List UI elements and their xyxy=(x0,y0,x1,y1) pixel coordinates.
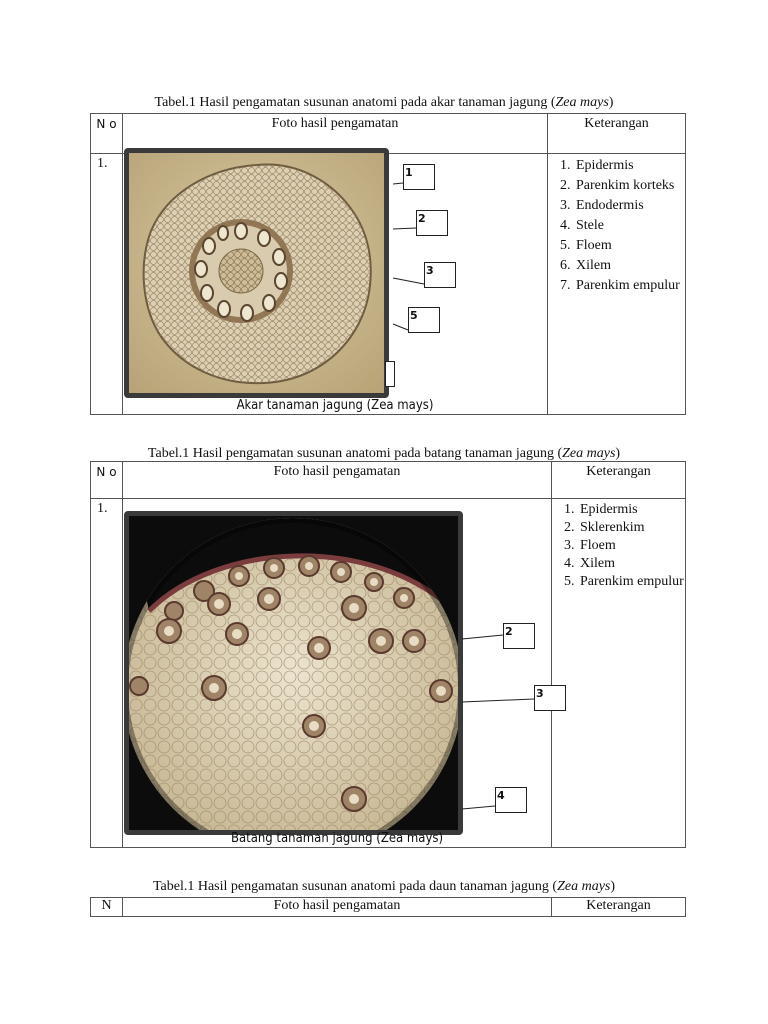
table2-header-keterangan: Keterangan xyxy=(551,461,686,499)
table1-row-number: 1. xyxy=(90,153,123,415)
table1-callout-hidden xyxy=(385,361,395,387)
table2-caption: Tabel.1 Hasil pengamatan susunan anatomi… xyxy=(147,446,621,461)
list-item: Parenkim empulur xyxy=(574,276,685,296)
table1-photo-caption: Akar tanaman jagung (Zea mays) xyxy=(236,398,434,413)
table2-header-no: N o xyxy=(90,461,123,499)
table1-header-keterangan: Keterangan xyxy=(547,113,686,154)
table1-keterangan-cell: Epidermis Parenkim korteks Endodermis St… xyxy=(547,153,686,415)
table1-callout-1: 1 xyxy=(403,164,435,190)
table1-header-foto: Foto hasil pengamatan xyxy=(122,113,548,154)
root-micrograph xyxy=(129,153,384,393)
list-item: Endodermis xyxy=(574,196,685,216)
table2-photo-caption: Batang tanaman jagung (Zea mays) xyxy=(230,831,444,846)
table2: N o Foto hasil pengamatan Keterangan 1. xyxy=(90,461,686,848)
list-item: Parenkim korteks xyxy=(574,176,685,196)
table1-keterangan-list: Epidermis Parenkim korteks Endodermis St… xyxy=(548,156,685,296)
list-item: Xilem xyxy=(578,555,685,573)
table2-callout-3: 3 xyxy=(534,685,566,711)
list-item: Sklerenkim xyxy=(578,519,685,537)
table3-caption: Tabel.1 Hasil pengamatan susunan anatomi… xyxy=(152,879,616,894)
list-item: Floem xyxy=(578,537,685,555)
table3-header-foto: Foto hasil pengamatan xyxy=(122,897,552,917)
table2-header-foto: Foto hasil pengamatan xyxy=(122,461,552,499)
table2-photo-cell: Batang tanaman jagung (Zea mays) 2 3 4 xyxy=(122,498,566,848)
table2-callout-2: 2 xyxy=(503,623,535,649)
list-item: Floem xyxy=(574,236,685,256)
list-item: Xilem xyxy=(574,256,685,276)
table2-keterangan-list: Epidermis Sklerenkim Floem Xilem Parenki… xyxy=(552,501,685,591)
table1-photo-cell: Akar tanaman jagung (Zea mays) 1 2 3 5 xyxy=(122,148,548,415)
table1: N o Foto hasil pengamatan Keterangan 1. xyxy=(90,113,686,415)
stem-cross-section-photo xyxy=(124,511,463,835)
table1-callout-3: 3 xyxy=(424,262,456,288)
table3-header-no: N xyxy=(90,897,123,917)
list-item: Epidermis xyxy=(574,156,685,176)
list-item: Epidermis xyxy=(578,501,685,519)
list-item: Stele xyxy=(574,216,685,236)
table1-header-no: N o xyxy=(90,113,123,154)
root-cross-section-photo xyxy=(124,148,389,398)
table3: N Foto hasil pengamatan Keterangan xyxy=(90,897,686,917)
table2-row-number: 1. xyxy=(90,498,123,848)
stem-micrograph xyxy=(129,516,458,830)
table1-caption: Tabel.1 Hasil pengamatan susunan anatomi… xyxy=(154,95,614,110)
list-item: Parenkim empulur xyxy=(578,573,685,591)
table1-callout-2: 2 xyxy=(416,210,448,236)
table1-callout-5: 5 xyxy=(408,307,440,333)
table2-callout-4: 4 xyxy=(495,787,527,813)
table2-keterangan-cell: Epidermis Sklerenkim Floem Xilem Parenki… xyxy=(551,498,686,848)
table3-header-keterangan: Keterangan xyxy=(551,897,686,917)
